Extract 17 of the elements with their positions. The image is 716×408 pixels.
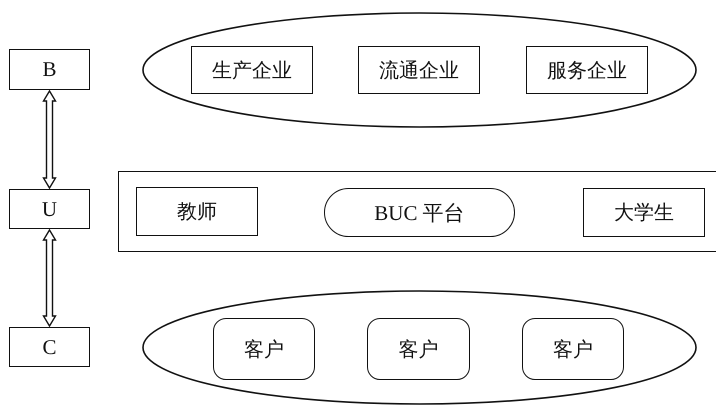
label-box: 教师 xyxy=(136,187,258,236)
double-arrow xyxy=(42,90,57,190)
platform-capsule: BUC 平台 xyxy=(324,188,515,237)
platform-band xyxy=(118,171,716,252)
label-box: 大学生 xyxy=(583,188,705,237)
customer-box: 客户 xyxy=(213,318,315,380)
group-ellipse xyxy=(142,290,697,405)
label-box: 生产企业 xyxy=(191,46,313,94)
label-box: 服务企业 xyxy=(526,46,648,94)
customer-box: 客户 xyxy=(367,318,470,380)
double-arrow xyxy=(42,228,57,328)
customer-box: 客户 xyxy=(522,318,624,380)
label-box: B xyxy=(9,49,90,90)
label-box: U xyxy=(9,189,90,229)
group-ellipse xyxy=(142,12,697,128)
label-box: 流通企业 xyxy=(358,46,480,94)
label-box: C xyxy=(9,327,90,367)
